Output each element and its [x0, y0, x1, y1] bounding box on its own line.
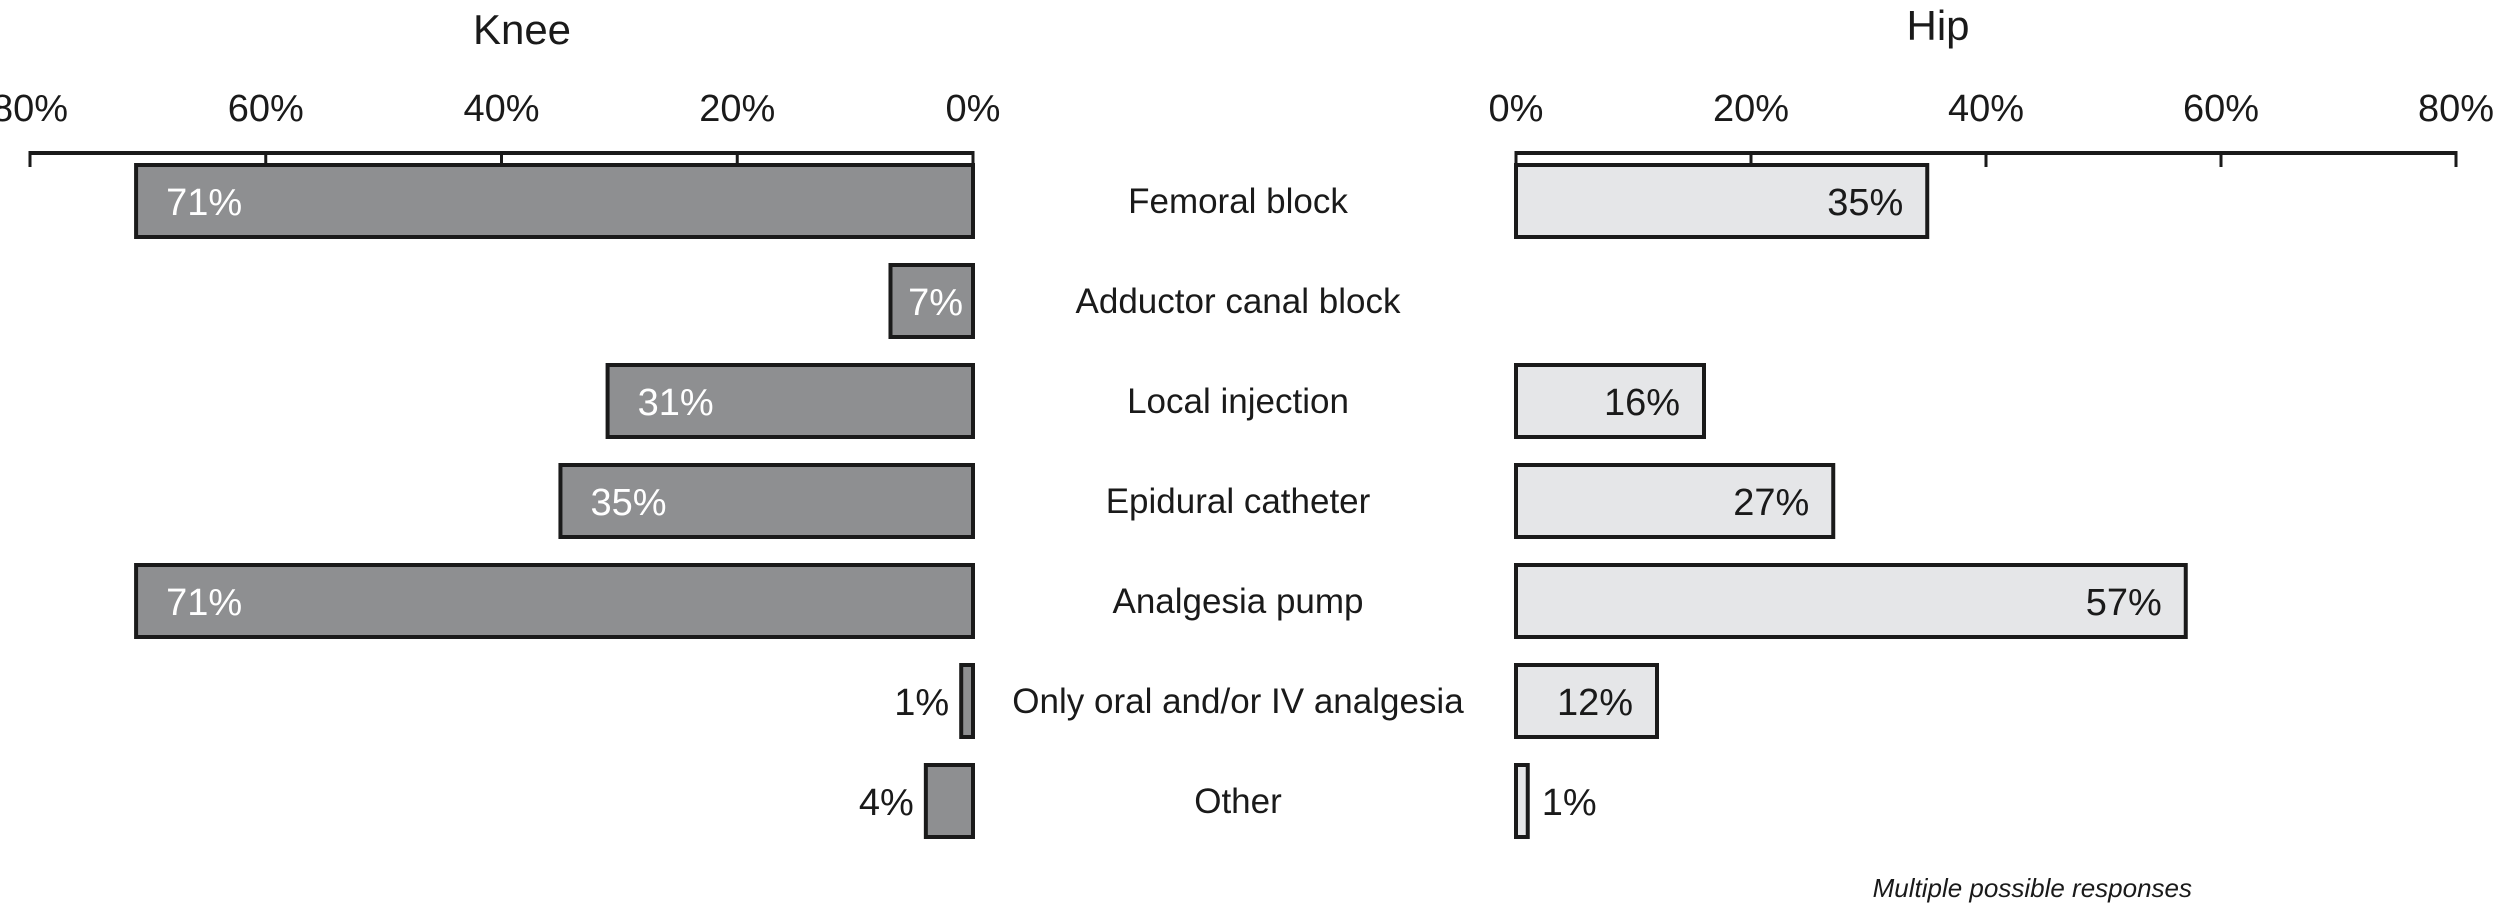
knee-bar-label: 7% [908, 282, 963, 324]
hip-x-axis: 0% 20% 40% 60% 80% [1489, 88, 2494, 167]
hip-panel-title: Hip [1906, 2, 1969, 49]
category-label: Epidural catheter [1106, 482, 1371, 521]
footnote: Multiple possible responses [1873, 873, 2192, 903]
knee-bar-label: 35% [590, 482, 666, 524]
hip-tick-label: 0% [1489, 88, 1544, 130]
hip-bar-label: 35% [1827, 182, 1903, 224]
hip-bar [1514, 763, 1530, 839]
category-label: Femoral block [1128, 182, 1348, 221]
knee-bar [134, 563, 975, 639]
category-label: Other [1194, 782, 1282, 821]
knee-bars: 71% 7% 31% 35% 71% 1% 4% [134, 163, 976, 839]
knee-panel-title: Knee [473, 6, 571, 53]
hip-bar [1514, 363, 1706, 439]
knee-tick-label: 0% [946, 88, 1001, 130]
knee-bar-label: 1% [894, 682, 949, 724]
knee-bar [888, 263, 975, 339]
knee-tick-label: 40% [463, 88, 539, 130]
category-label: Only oral and/or IV analgesia [1012, 682, 1464, 721]
knee-bar [605, 363, 976, 439]
hip-bar [1514, 463, 1836, 539]
hip-bar-label: 1% [1542, 782, 1597, 824]
hip-bar [1514, 663, 1659, 739]
category-label: Analgesia pump [1113, 582, 1364, 621]
hip-bar-label: 57% [2086, 582, 2162, 624]
knee-x-axis: 0% 20% 40% 60% 80% [0, 88, 1000, 167]
hip-bar-label: 27% [1733, 482, 1809, 524]
knee-bar-label: 71% [166, 582, 242, 624]
hip-tick-label: 80% [2418, 88, 2494, 130]
knee-bar [558, 463, 975, 539]
hip-tick-label: 60% [2183, 88, 2259, 130]
knee-tick-label: 80% [0, 88, 68, 130]
knee-bar [923, 763, 975, 839]
hip-bar [1514, 163, 1930, 239]
hip-tick-label: 20% [1713, 88, 1789, 130]
hip-bar [1514, 563, 2188, 639]
category-label: Adductor canal block [1076, 282, 1401, 321]
hip-bars: 35% 16% 27% 57% 12% 1% [1514, 163, 2188, 839]
hip-bar-label: 12% [1557, 682, 1633, 724]
knee-bar [959, 663, 976, 739]
knee-bar-label: 31% [638, 382, 714, 424]
knee-bar [134, 163, 975, 239]
knee-bar-label: 4% [859, 782, 914, 824]
knee-tick-label: 60% [228, 88, 304, 130]
hip-tick-label: 40% [1948, 88, 2024, 130]
knee-bar-label: 71% [166, 182, 242, 224]
category-label: Local injection [1127, 382, 1349, 421]
knee-tick-label: 20% [699, 88, 775, 130]
hip-bar-label: 16% [1604, 382, 1680, 424]
